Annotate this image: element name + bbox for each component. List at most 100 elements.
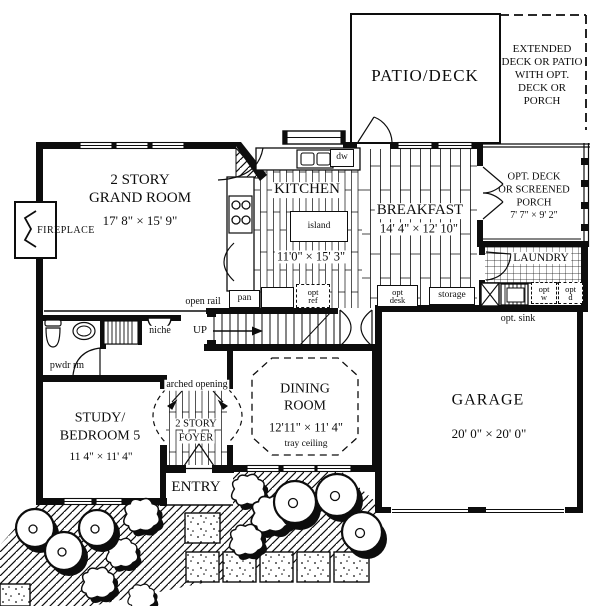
- powder-room-fixtures: [44, 319, 96, 348]
- porch-dims: 7' 7" × 9' 2": [510, 209, 558, 221]
- laundry-door: [485, 251, 512, 281]
- tray-ceiling-outline: [251, 357, 359, 456]
- up-arrow-head: [252, 326, 263, 336]
- laundry-label: LAUNDRY: [511, 251, 571, 265]
- porch-french-door: [482, 166, 504, 220]
- hall-door-right: [360, 309, 373, 347]
- tree: [77, 508, 120, 552]
- dw-label: dw: [336, 152, 348, 163]
- extended-deck-label-3: WITH OPT.: [514, 69, 570, 82]
- paver: [333, 551, 370, 583]
- tray-ceiling-label: tray ceiling: [282, 439, 330, 450]
- porch-rail-posts: [581, 158, 588, 231]
- kitchen-counter-left: [226, 176, 255, 292]
- dining-windows: [246, 464, 352, 473]
- dining-label-1: DINING: [278, 381, 332, 398]
- foyer-label-1: 2 STORY: [173, 418, 219, 430]
- island-label: island: [307, 220, 331, 231]
- opt-ref-label-2: ref: [308, 295, 318, 305]
- dashed-features: [152, 357, 359, 456]
- fireplace-label: FIREPLACE: [37, 224, 95, 236]
- windows: [63, 130, 473, 506]
- toilet-bowl: [45, 327, 61, 348]
- tree: [340, 510, 387, 559]
- tree: [14, 507, 59, 553]
- dining-dims: 12'11" × 11' 4": [267, 420, 345, 435]
- porch-label-2: OR SCREENED: [498, 184, 570, 196]
- staircase: [213, 311, 335, 346]
- storage-label: storage: [438, 290, 466, 301]
- grand-room-label-2: GRAND ROOM: [88, 190, 192, 207]
- opt-w-label-1: opt: [538, 283, 550, 294]
- arched-opening-arrows: [167, 390, 228, 410]
- paver: [0, 583, 31, 606]
- opt-w-label-2: w: [540, 292, 548, 302]
- foyer-label-2: FOYER: [176, 432, 216, 444]
- garage-label: GARAGE: [451, 391, 525, 409]
- breakfast-label: BREAKFAST: [374, 202, 466, 219]
- coat-closet: [103, 320, 139, 345]
- breakfast-windows: [397, 141, 473, 150]
- toilet-tank: [44, 319, 62, 327]
- porch-top-rail: [481, 143, 590, 148]
- niche-label: niche: [147, 324, 173, 337]
- breakfast-dims: 14' 4" × 12' 10": [377, 221, 461, 236]
- porch-deck-edge: [483, 238, 581, 244]
- study-windows: [63, 497, 123, 506]
- up-label: UP: [192, 324, 208, 337]
- kitchen-dims: 11'0" × 15' 3": [274, 249, 348, 264]
- pwdr-rm-label: pwdr rm: [49, 359, 85, 371]
- patio-door: [357, 116, 393, 143]
- hall-door-left: [339, 309, 352, 347]
- grand-room-door: [217, 147, 264, 181]
- trees: [14, 472, 387, 576]
- firebox: [23, 210, 37, 248]
- extended-deck-label-1: EXTENDED: [512, 43, 572, 56]
- extended-deck-label-4: DECK OR: [518, 82, 566, 95]
- arched-opening-label: arched opening: [164, 378, 230, 391]
- front-door: [183, 442, 215, 467]
- study-dims: 11 4" × 11' 4": [69, 450, 133, 463]
- base-cabinet: [261, 287, 294, 308]
- utility-fixtures: [480, 282, 529, 307]
- patio-outline: [350, 13, 587, 144]
- extended-deck-label-5: PORCH: [523, 95, 561, 108]
- arched-opening-right: [227, 388, 243, 444]
- paver: [296, 551, 331, 583]
- opt-ref-label-1: opt: [307, 286, 319, 297]
- open-rail-label: open rail: [185, 295, 221, 307]
- storage-cabinet: storage: [429, 287, 475, 305]
- dining-label-2: ROOM: [281, 398, 329, 415]
- opt-desk-label-1: opt: [392, 286, 403, 297]
- extended-deck-dashed-line: [500, 14, 587, 130]
- entry-slab: [161, 471, 232, 505]
- arched-opening-left: [152, 388, 167, 444]
- study-label-2: BEDROOM 5: [59, 428, 141, 444]
- grand-room-label-1: 2 STORY: [110, 172, 170, 189]
- opt-d-label-1: opt: [565, 283, 576, 294]
- paver: [184, 512, 221, 544]
- kitchen-island: island: [290, 211, 348, 242]
- stair-treads: [213, 314, 335, 344]
- patio-label: PATIO/DECK: [371, 66, 479, 86]
- paver: [259, 551, 294, 583]
- opt-sink-label: opt. sink: [500, 312, 536, 324]
- dishwasher: dw: [330, 149, 354, 167]
- grand-room-dims: 17' 8" × 15' 9": [102, 213, 178, 229]
- opt-desk-label-2: desk: [389, 295, 406, 305]
- pantry-cabinet: pan: [229, 290, 260, 308]
- entry-label: ENTRY: [171, 479, 221, 496]
- door-swings: [72, 116, 512, 467]
- paver: [185, 551, 220, 583]
- opt-d-label-2: d: [568, 292, 573, 302]
- fireplace-structure: [14, 201, 57, 259]
- extended-deck-label-2: DECK OR PATIO: [501, 56, 583, 69]
- porch-label-1: OPT. DECK: [507, 171, 561, 183]
- study-label-1: STUDY/: [74, 410, 126, 426]
- garage-dims: 20' 0" × 20' 0": [451, 426, 527, 442]
- porch-label-3: PORCH: [516, 197, 552, 209]
